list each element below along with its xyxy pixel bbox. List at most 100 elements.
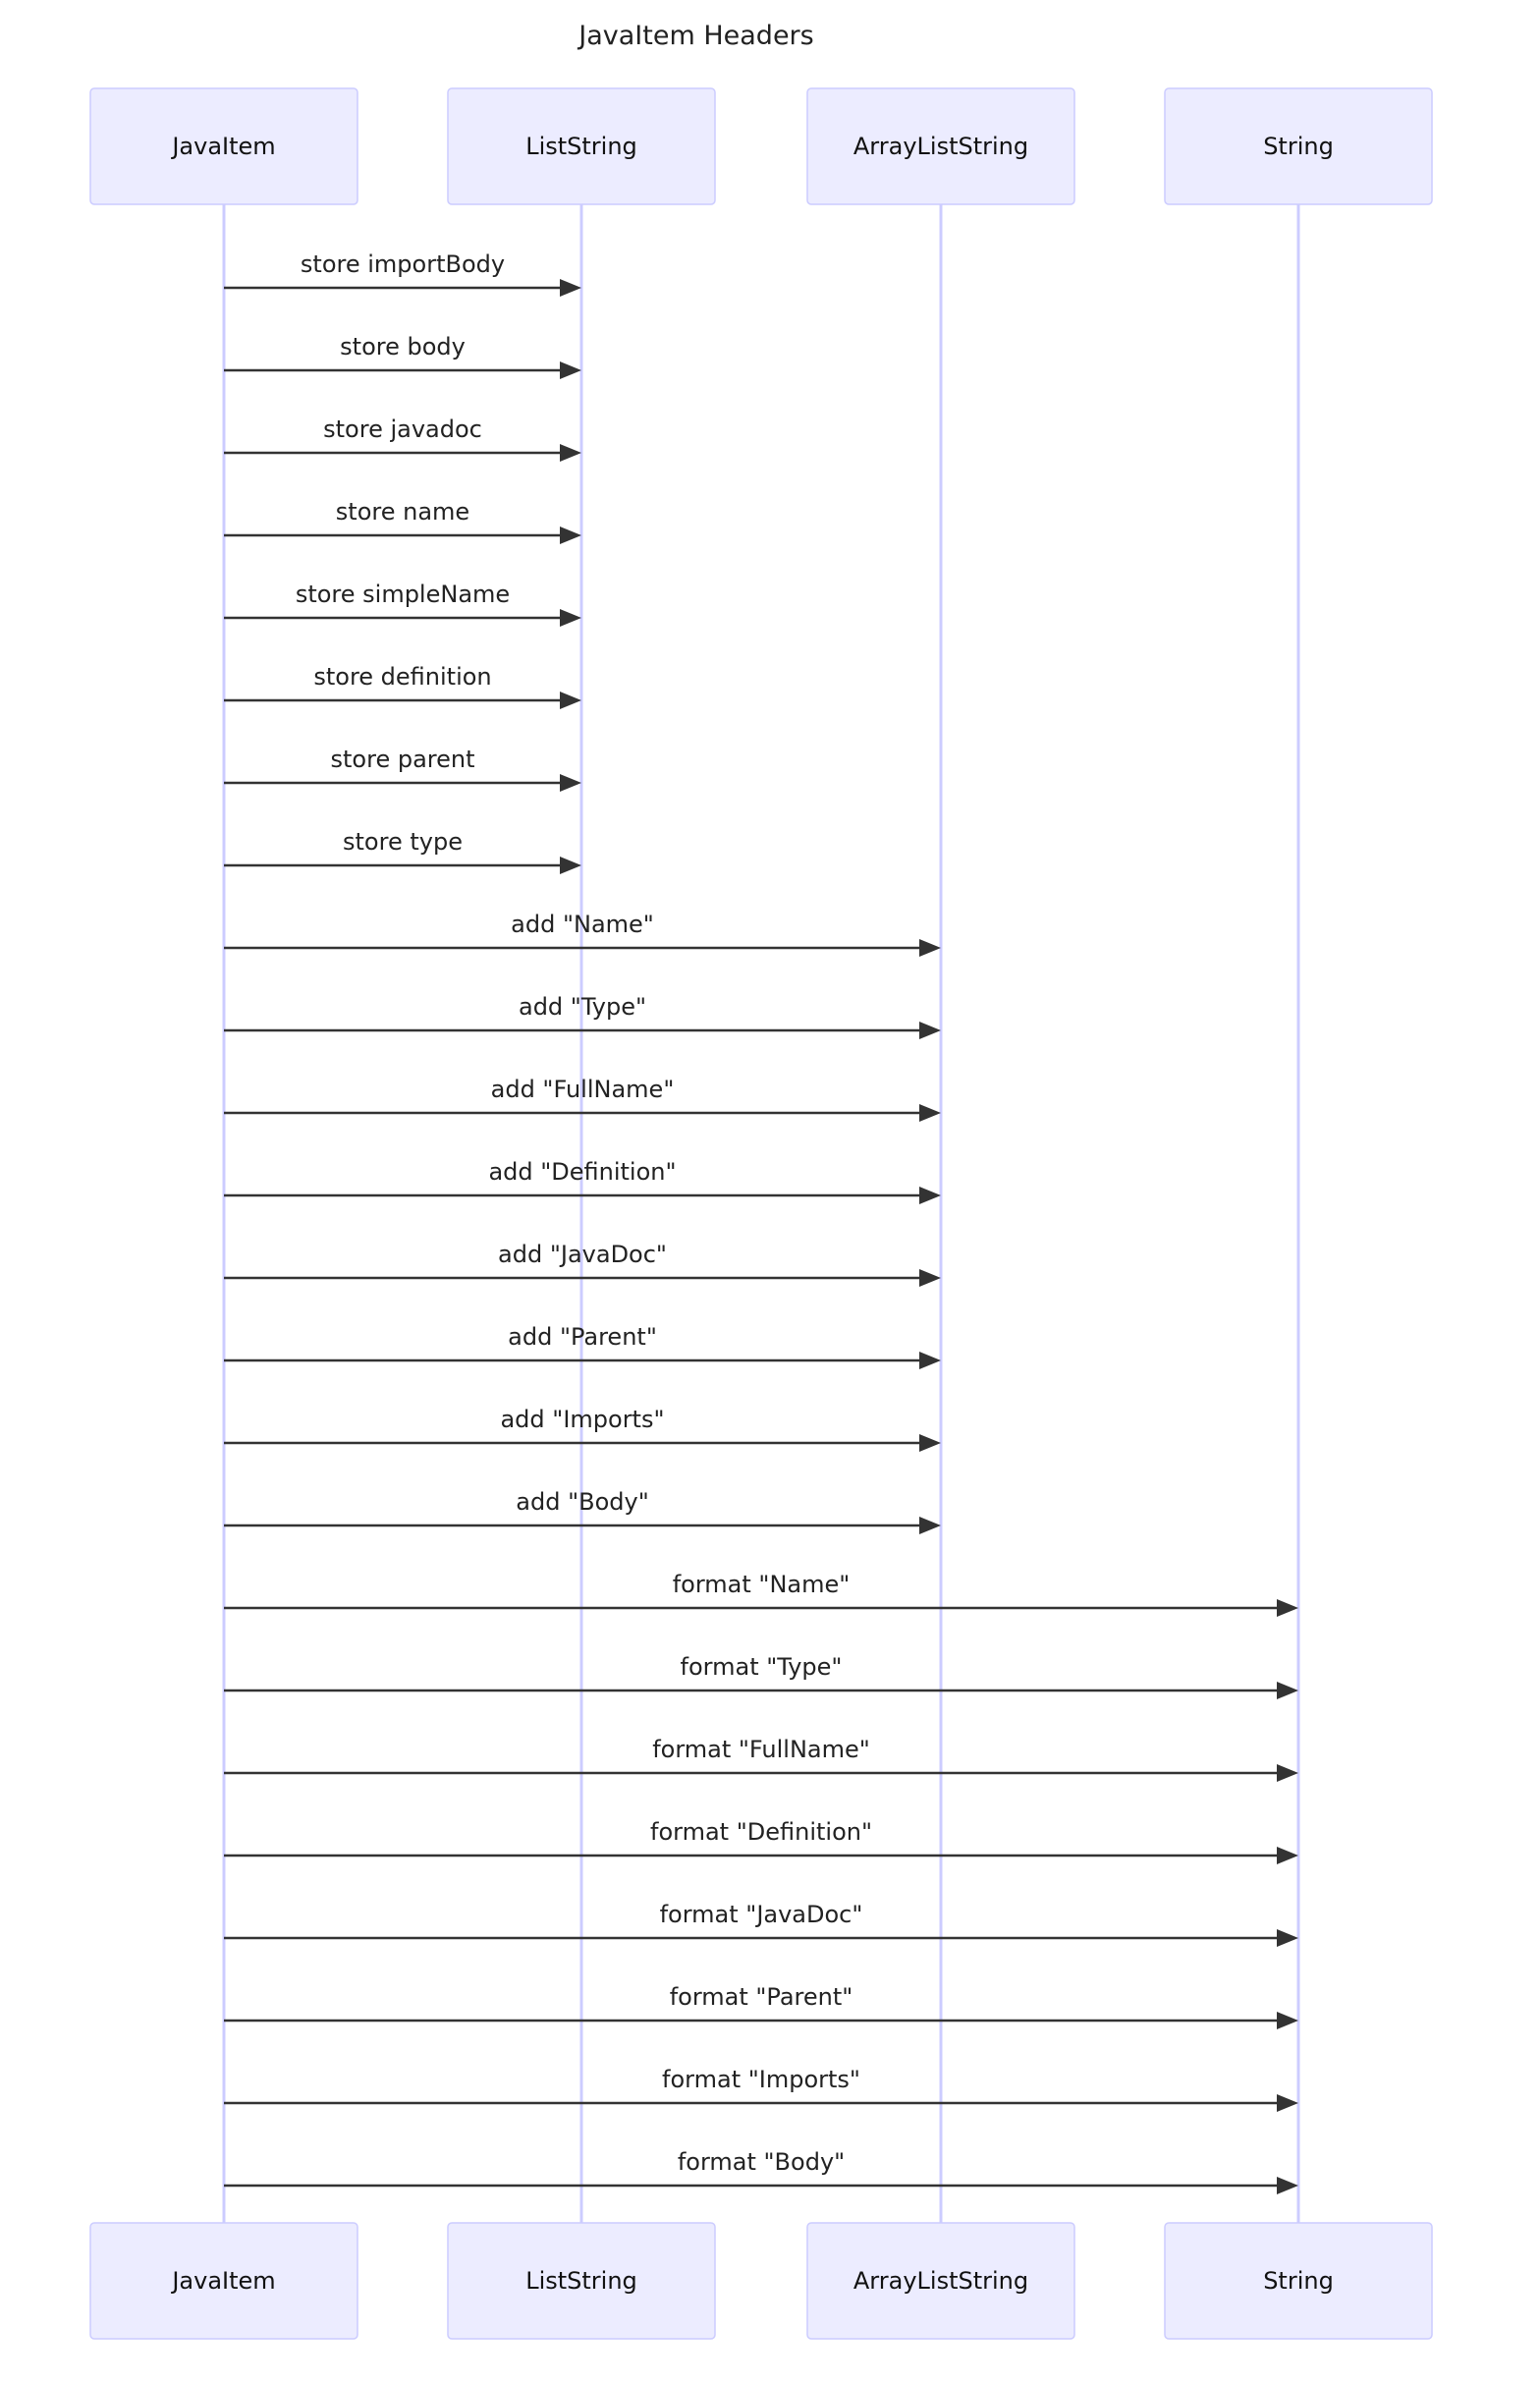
diagram-title: JavaItem Headers: [577, 21, 813, 51]
message-label: add "Body": [516, 1488, 648, 1516]
message-label: format "Imports": [662, 2066, 860, 2093]
message-22: format "Imports": [224, 2066, 1298, 2112]
participant-label: ListString: [525, 133, 637, 160]
message-16: format "Name": [224, 1571, 1298, 1617]
message-9: add "Type": [224, 993, 941, 1039]
message-label: add "JavaDoc": [498, 1241, 667, 1268]
message-14: add "Imports": [224, 1406, 941, 1452]
message-arrowhead: [1277, 2012, 1298, 2029]
message-11: add "Definition": [224, 1158, 941, 1204]
participant-arrayliststring-bottom: ArrayListString: [806, 2222, 1075, 2340]
message-17: format "Type": [224, 1653, 1298, 1699]
message-7: store type: [224, 828, 581, 874]
message-label: format "JavaDoc": [660, 1901, 863, 1928]
participant-label: ArrayListString: [853, 2267, 1028, 2295]
message-12: add "JavaDoc": [224, 1241, 941, 1287]
message-arrowhead: [560, 361, 581, 379]
message-15: add "Body": [224, 1488, 941, 1534]
message-arrowhead: [1277, 1847, 1298, 1864]
message-arrowhead: [560, 692, 581, 709]
participant-liststring-top: ListString: [447, 87, 716, 205]
message-0: store importBody: [224, 250, 581, 297]
message-label: store type: [343, 828, 463, 856]
participant-label: JavaItem: [170, 133, 275, 160]
message-20: format "JavaDoc": [224, 1901, 1298, 1947]
participant-label: String: [1263, 133, 1334, 160]
participant-box: [806, 2222, 1075, 2340]
messages: store importBody store body store javadoc s…: [224, 250, 1298, 2194]
participant-box: [89, 87, 358, 205]
message-label: store definition: [313, 663, 491, 691]
message-arrowhead: [1277, 1929, 1298, 1947]
message-label: add "FullName": [491, 1076, 675, 1103]
message-arrowhead: [1277, 2177, 1298, 2194]
message-label: format "FullName": [652, 1736, 870, 1763]
participant-string-top: String: [1164, 87, 1433, 205]
message-arrowhead: [1277, 1682, 1298, 1699]
message-21: format "Parent": [224, 1983, 1298, 2029]
message-arrowhead: [919, 1352, 941, 1369]
message-label: add "Definition": [488, 1158, 676, 1186]
actors-bottom: JavaItem ListString ArrayListString String: [89, 2222, 1433, 2340]
participant-box: [447, 2222, 716, 2340]
participant-box: [1164, 2222, 1433, 2340]
participant-javaitem-top: JavaItem: [89, 87, 358, 205]
message-label: store body: [340, 333, 466, 360]
message-label: add "Imports": [500, 1406, 664, 1433]
message-label: add "Parent": [508, 1323, 657, 1351]
participant-label: ArrayListString: [853, 133, 1028, 160]
message-19: format "Definition": [224, 1818, 1298, 1864]
participant-javaitem-bottom: JavaItem: [89, 2222, 358, 2340]
message-label: format "Type": [681, 1653, 843, 1681]
message-10: add "FullName": [224, 1076, 941, 1122]
message-3: store name: [224, 498, 581, 544]
participant-label: ListString: [525, 2267, 637, 2295]
message-label: format "Definition": [650, 1818, 872, 1846]
message-label: format "Name": [673, 1571, 851, 1598]
message-arrowhead: [919, 1022, 941, 1039]
message-label: store javadoc: [323, 416, 482, 443]
message-4: store simpleName: [224, 581, 581, 627]
message-arrowhead: [1277, 2094, 1298, 2112]
message-8: add "Name": [224, 911, 941, 957]
participant-label: String: [1263, 2267, 1334, 2295]
message-arrowhead: [1277, 1599, 1298, 1617]
message-18: format "FullName": [224, 1736, 1298, 1782]
message-arrowhead: [919, 1269, 941, 1287]
message-arrowhead: [919, 1104, 941, 1122]
message-arrowhead: [560, 526, 581, 544]
message-arrowhead: [560, 279, 581, 297]
actors-top: JavaItem ListString ArrayListString String: [89, 87, 1433, 205]
lifelines: [222, 204, 1300, 2223]
participant-box: [1164, 87, 1433, 205]
participant-liststring-bottom: ListString: [447, 2222, 716, 2340]
participant-box: [89, 2222, 358, 2340]
message-label: store simpleName: [296, 581, 510, 608]
message-arrowhead: [560, 857, 581, 874]
message-arrowhead: [560, 774, 581, 792]
message-1: store body: [224, 333, 581, 379]
message-label: store parent: [331, 746, 475, 773]
message-label: add "Name": [511, 911, 654, 938]
message-arrowhead: [560, 444, 581, 462]
message-arrowhead: [919, 1187, 941, 1204]
message-arrowhead: [560, 609, 581, 627]
message-label: format "Body": [678, 2148, 845, 2176]
message-6: store parent: [224, 746, 581, 792]
message-23: format "Body": [224, 2148, 1298, 2194]
message-13: add "Parent": [224, 1323, 941, 1369]
message-label: store importBody: [301, 250, 505, 278]
message-2: store javadoc: [224, 416, 581, 462]
participant-label: JavaItem: [170, 2267, 275, 2295]
message-label: add "Type": [519, 993, 646, 1021]
participant-box: [447, 87, 716, 205]
participant-box: [806, 87, 1075, 205]
message-label: store name: [336, 498, 469, 526]
message-arrowhead: [919, 939, 941, 957]
message-5: store definition: [224, 663, 581, 709]
participant-string-bottom: String: [1164, 2222, 1433, 2340]
message-arrowhead: [1277, 1764, 1298, 1782]
message-arrowhead: [919, 1517, 941, 1534]
message-arrowhead: [919, 1434, 941, 1452]
